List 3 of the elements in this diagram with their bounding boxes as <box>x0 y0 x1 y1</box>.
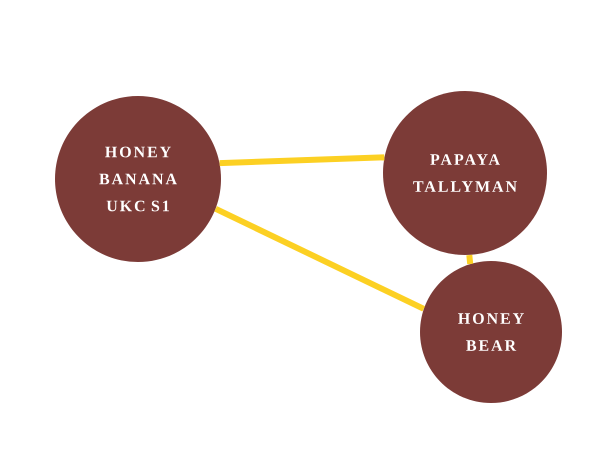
connector-line <box>220 154 384 166</box>
connector-line <box>466 254 474 264</box>
connector-line <box>214 206 425 312</box>
